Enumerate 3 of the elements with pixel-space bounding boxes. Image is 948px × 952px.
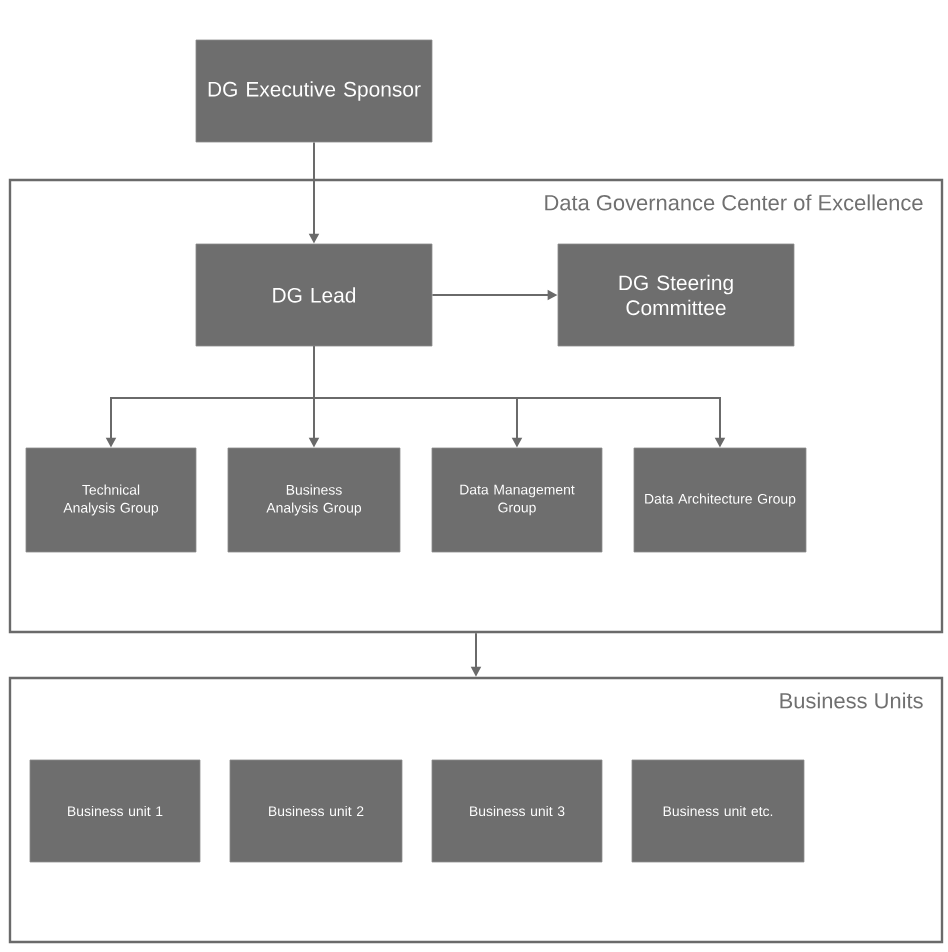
role-box: DG Lead [195,243,433,347]
role-box: DG Executive Sponsor [195,39,433,143]
role-box: DG Steering Committee [557,243,795,347]
